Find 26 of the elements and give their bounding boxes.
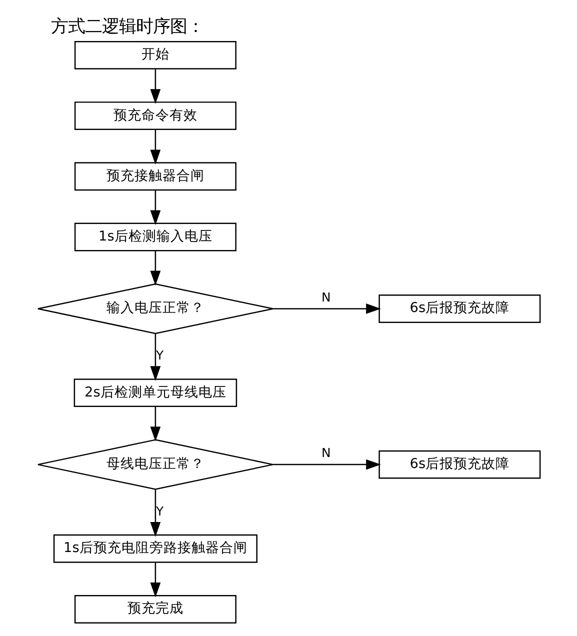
- edge-label: N: [320, 446, 330, 460]
- arrow: [150, 250, 160, 286]
- edge-label: N: [320, 290, 330, 304]
- node-box: 预充完成: [74, 595, 236, 624]
- node-box: 预充命令有效: [74, 102, 236, 130]
- arrow: [150, 69, 160, 104]
- arrow: [272, 459, 380, 470]
- node-diamond: 母线电压正常？: [36, 439, 274, 490]
- arrow: [150, 190, 160, 226]
- diagram-title: 方式二逻辑时序图：: [50, 16, 204, 37]
- node-diamond: 输入电压正常？: [36, 283, 274, 334]
- node-box: 6s后报预充故障: [378, 294, 540, 323]
- node-box: 开始: [74, 40, 236, 70]
- arrow: [150, 130, 160, 165]
- node-box: 6s后报预充故障: [378, 450, 540, 479]
- node-box: 1s后检测输入电压: [74, 222, 236, 252]
- arrow: [150, 562, 160, 598]
- arrow: [150, 334, 160, 381]
- arrow: [150, 489, 160, 537]
- node-box: 预充接触器合闸: [74, 162, 236, 191]
- arrow: [272, 304, 380, 314]
- arrow: [150, 406, 160, 442]
- node-box: 1s后预充电阻旁路接触器合闸: [52, 534, 257, 563]
- edge-label: Y: [155, 504, 164, 518]
- node-box: 2s后检测单元母线电压: [73, 378, 237, 408]
- edge-label: Y: [155, 348, 164, 362]
